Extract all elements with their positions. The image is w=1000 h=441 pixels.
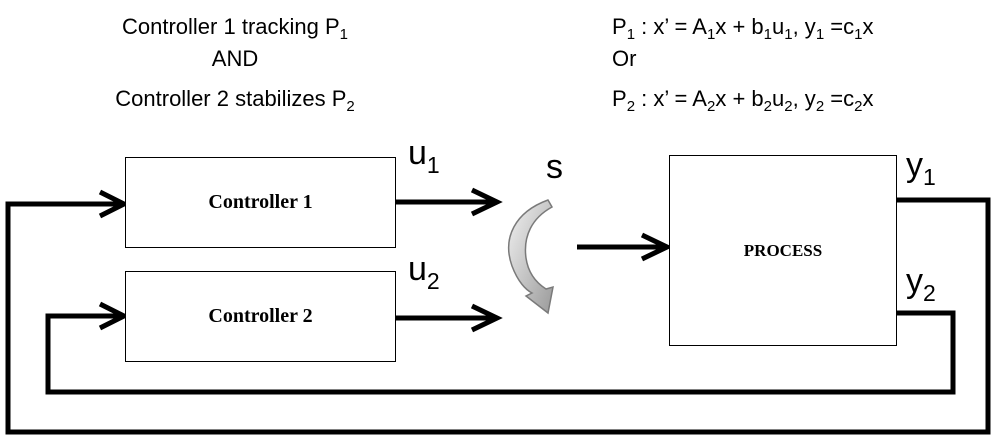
eq-token: P <box>612 14 627 39</box>
signal-u2-sub: 2 <box>426 268 440 294</box>
eq-sub: 2 <box>854 98 863 115</box>
plant-p2-equation: P2 : x’ = A2x + b2u2, y2 =c2x <box>612 86 874 115</box>
eq-token: x <box>862 86 874 111</box>
controller-1-block: Controller 1 <box>125 157 396 248</box>
signal-u1-sub: 1 <box>426 152 440 178</box>
eq-token: P <box>612 86 627 111</box>
eq-token: =c <box>824 14 855 39</box>
signal-u2-label: u2 <box>408 250 440 293</box>
eq-token: , y <box>792 86 816 111</box>
spec-line-1-sub: 1 <box>339 26 348 43</box>
signal-y2-base: y <box>906 262 923 300</box>
spec-line-3-text: Controller 2 stabilizes P <box>115 86 347 111</box>
eq-sub: 2 <box>706 98 716 115</box>
controller-2-label: Controller 2 <box>208 305 313 327</box>
u1-arrowhead <box>470 187 503 217</box>
eq-token: : x’ = A <box>635 86 707 111</box>
eq-token: u <box>771 14 785 39</box>
switch-s-label: s <box>546 150 563 184</box>
eq-token: x + b <box>715 86 764 111</box>
plant-p1-equation: P1 : x’ = A1x + b1u1, y1 =c1x <box>612 14 874 43</box>
eq-sub: 1 <box>706 26 716 43</box>
or-label: Or <box>612 46 636 72</box>
signal-y2-sub: 2 <box>923 280 936 306</box>
eq-sub: 1 <box>854 26 863 43</box>
eq-token: u <box>771 86 785 111</box>
controller-1-label: Controller 1 <box>208 191 313 213</box>
eq-sub: 2 <box>763 98 772 115</box>
spec-line-3-sub: 2 <box>346 98 355 115</box>
process-label: PROCESS <box>743 240 823 260</box>
eq-sub: 2 <box>815 98 825 115</box>
eq-sub: 2 <box>626 98 636 115</box>
spec-line-3: Controller 2 stabilizes P2 <box>60 86 410 115</box>
signal-y1-label: y1 <box>906 146 936 189</box>
signal-y1-base: y <box>906 146 923 184</box>
spec-line-1: Controller 1 tracking P1 <box>60 14 410 43</box>
signal-u2-base: u <box>408 250 427 288</box>
eq-sub: 1 <box>815 26 825 43</box>
signal-y2-label: y2 <box>906 262 936 305</box>
spec-line-1-text: Controller 1 tracking P <box>122 14 340 39</box>
switch-to-process-arrowhead <box>640 232 673 262</box>
switch-s-text: s <box>546 148 563 186</box>
feedback-loop-y2 <box>45 310 956 395</box>
eq-token: , y <box>792 14 816 39</box>
eq-token: =c <box>824 86 855 111</box>
eq-token: x + b <box>715 14 764 39</box>
signal-u1-base: u <box>408 134 427 172</box>
eq-sub: 1 <box>784 26 793 43</box>
spec-line-2: AND <box>60 46 410 72</box>
arrowhead-into-controller-2 <box>98 301 130 331</box>
eq-sub: 1 <box>763 26 772 43</box>
eq-token: x <box>862 14 874 39</box>
feedback-loop-y1 <box>5 197 991 435</box>
signal-y1-sub: 1 <box>923 164 936 190</box>
process-block: PROCESS <box>669 155 897 346</box>
u2-arrowhead <box>470 303 503 333</box>
controller-2-block: Controller 2 <box>125 271 396 362</box>
eq-sub: 1 <box>626 26 636 43</box>
arrowhead-into-controller-1 <box>98 189 130 219</box>
switch-curved-arrow-icon <box>507 199 554 315</box>
eq-token: : x’ = A <box>635 14 707 39</box>
eq-sub: 2 <box>784 98 793 115</box>
spec-line-2-text: AND <box>211 46 259 71</box>
signal-u1-label: u1 <box>408 134 440 177</box>
or-label-text: Or <box>612 46 637 71</box>
